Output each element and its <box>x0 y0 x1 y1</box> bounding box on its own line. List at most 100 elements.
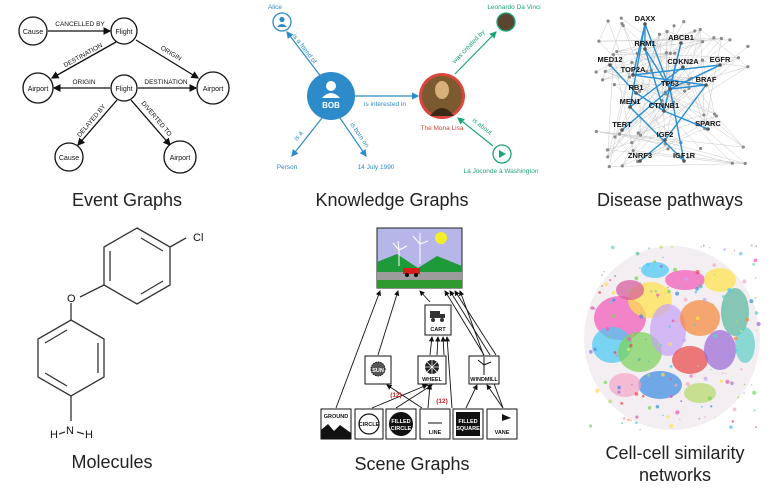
atom-n: N <box>66 425 74 437</box>
vane-icon <box>502 414 511 421</box>
node-airport-left <box>22 72 54 104</box>
gene-label-abcb1: ABCB1 <box>668 33 694 42</box>
caption-cell-line-2: networks <box>639 465 711 485</box>
label-delayed-by: DELAYED BY <box>76 103 108 139</box>
label-airport-bottom: Airport <box>170 155 191 162</box>
watermark: 知乎 @YH <box>618 452 679 468</box>
label-joconde: La Joconde à Washington <box>464 168 539 175</box>
wheel-icon <box>425 360 439 374</box>
label-flight-mid: Flight <box>115 86 132 93</box>
event-graph-panel: Cause Flight Airport Flight Airport Caus… <box>18 16 230 210</box>
edge-created <box>454 31 497 75</box>
caption-disease-pathways: Disease pathways <box>597 190 743 210</box>
label-count-1: (12) <box>390 392 402 399</box>
cart-box <box>424 304 452 336</box>
label-mona-lisa: The Mona Lisa <box>421 125 464 132</box>
label-circle: CIRCLE <box>359 422 380 428</box>
gene-label-sparc: SPARC <box>695 119 721 128</box>
label-filled-square-2: SQUARE <box>456 426 480 432</box>
gene-label-ctnnb1: CTNNB1 <box>649 101 679 110</box>
gene-label-igf2: IGF2 <box>657 130 674 139</box>
label-diverted-to: DIVERTED TO <box>140 100 173 138</box>
label-windmill: WINDMILL <box>470 377 498 383</box>
gene-label-top2a: TOP2A <box>621 65 646 74</box>
upper-ring <box>103 227 171 305</box>
bob-person-icon <box>322 81 340 98</box>
label-ground: GROUND <box>324 414 348 420</box>
edge-diverted-to <box>130 99 171 146</box>
caption-molecules: Molecules <box>71 452 152 472</box>
da-vinci-node <box>496 12 516 32</box>
gene-label-znrf3: ZNRF3 <box>628 151 652 160</box>
label-filled-circle-2: CIRCLE <box>391 426 412 432</box>
sun-shape <box>435 232 447 244</box>
gene-label-tert: TERT <box>612 120 632 129</box>
label-line: LINE <box>429 430 442 436</box>
label-filled-circle-1: FILLED <box>391 419 410 425</box>
label-vane: VANE <box>495 430 510 436</box>
gene-label-igf1r: IGF1R <box>673 151 696 160</box>
edge-born <box>339 117 367 157</box>
edge-destination-1 <box>50 41 117 79</box>
node-cause-top <box>18 16 48 46</box>
node-flight-mid <box>110 74 138 102</box>
node-cause-bottom <box>54 142 84 172</box>
label-cause-top: Cause <box>23 29 43 36</box>
gene-label-men1: MEN1 <box>620 97 641 106</box>
sun-icon <box>370 361 386 377</box>
cell-cluster-blobs <box>584 244 761 431</box>
cart-icon <box>430 311 445 322</box>
label-destination-1: DESTINATION <box>63 42 104 69</box>
edge-about <box>457 117 494 147</box>
person-icon <box>277 16 287 27</box>
gene-label-braf: BRAF <box>696 75 717 84</box>
molecule-panel: Cl O N H H Molecules <box>37 227 203 472</box>
label-airport-right: Airport <box>203 86 224 93</box>
node-airport-bottom <box>163 140 197 174</box>
node-flight-top <box>110 17 138 45</box>
caption-event-graphs: Event Graphs <box>72 190 182 210</box>
windmill-icon <box>477 357 492 375</box>
label-rel-interested: is interested in <box>364 101 406 108</box>
circle-icon <box>358 413 380 435</box>
label-wheel: WHEEL <box>422 377 443 383</box>
play-icon <box>499 150 506 158</box>
label-date: 14 July 1990 <box>358 164 395 171</box>
label-alice: Alice <box>268 4 282 11</box>
label-rel-friend: is a friend of <box>291 33 318 66</box>
label-cancelled-by: CANCELLED BY <box>55 21 105 28</box>
scene-image <box>376 227 463 289</box>
gene-label-rrm1: RRM1 <box>634 39 655 48</box>
atom-o: O <box>67 293 76 305</box>
gene-label-rb1: RB1 <box>628 83 643 92</box>
node-airport-right <box>196 71 230 105</box>
label-origin-2: ORIGIN <box>72 79 95 86</box>
label-airport-left: Airport <box>28 86 49 93</box>
atom-h-right: H <box>85 429 93 441</box>
atom-cl: Cl <box>193 232 203 244</box>
label-bob: BOB <box>322 101 340 110</box>
label-cause-bottom: Cause <box>59 155 79 162</box>
label-person: Person <box>277 164 298 171</box>
caption-cell-line-1: Cell-cell similarity <box>605 443 744 463</box>
gene-label-daxx: DAXX <box>635 14 656 23</box>
pathway-edges <box>608 22 722 163</box>
atom-h-left: H <box>50 429 58 441</box>
gene-label-tp53: TP53 <box>661 79 679 88</box>
scene-graph-panel: CART SUN WHEEL WINDMILL (12) (12) GROUND… <box>320 227 518 474</box>
filled-square-icon <box>456 412 480 436</box>
cell-similarity-panel: 知乎 @YH Cell-cell similarity networks <box>584 244 761 485</box>
label-count-2: (12) <box>436 398 448 405</box>
bond-o-top <box>79 284 105 298</box>
gene-label-cdkn2a: CDKN2A <box>667 57 699 66</box>
edge-friend <box>286 31 323 79</box>
label-filled-square-1: FILLED <box>458 419 477 425</box>
label-sun: SUN <box>372 368 384 374</box>
filled-circle-icon <box>389 412 413 436</box>
label-da-vinci: Leonardo Da Vinci <box>487 4 540 11</box>
gene-label-egfr: EGFR <box>710 55 731 64</box>
edge-is-a <box>291 117 323 157</box>
label-cart: CART <box>430 327 446 333</box>
